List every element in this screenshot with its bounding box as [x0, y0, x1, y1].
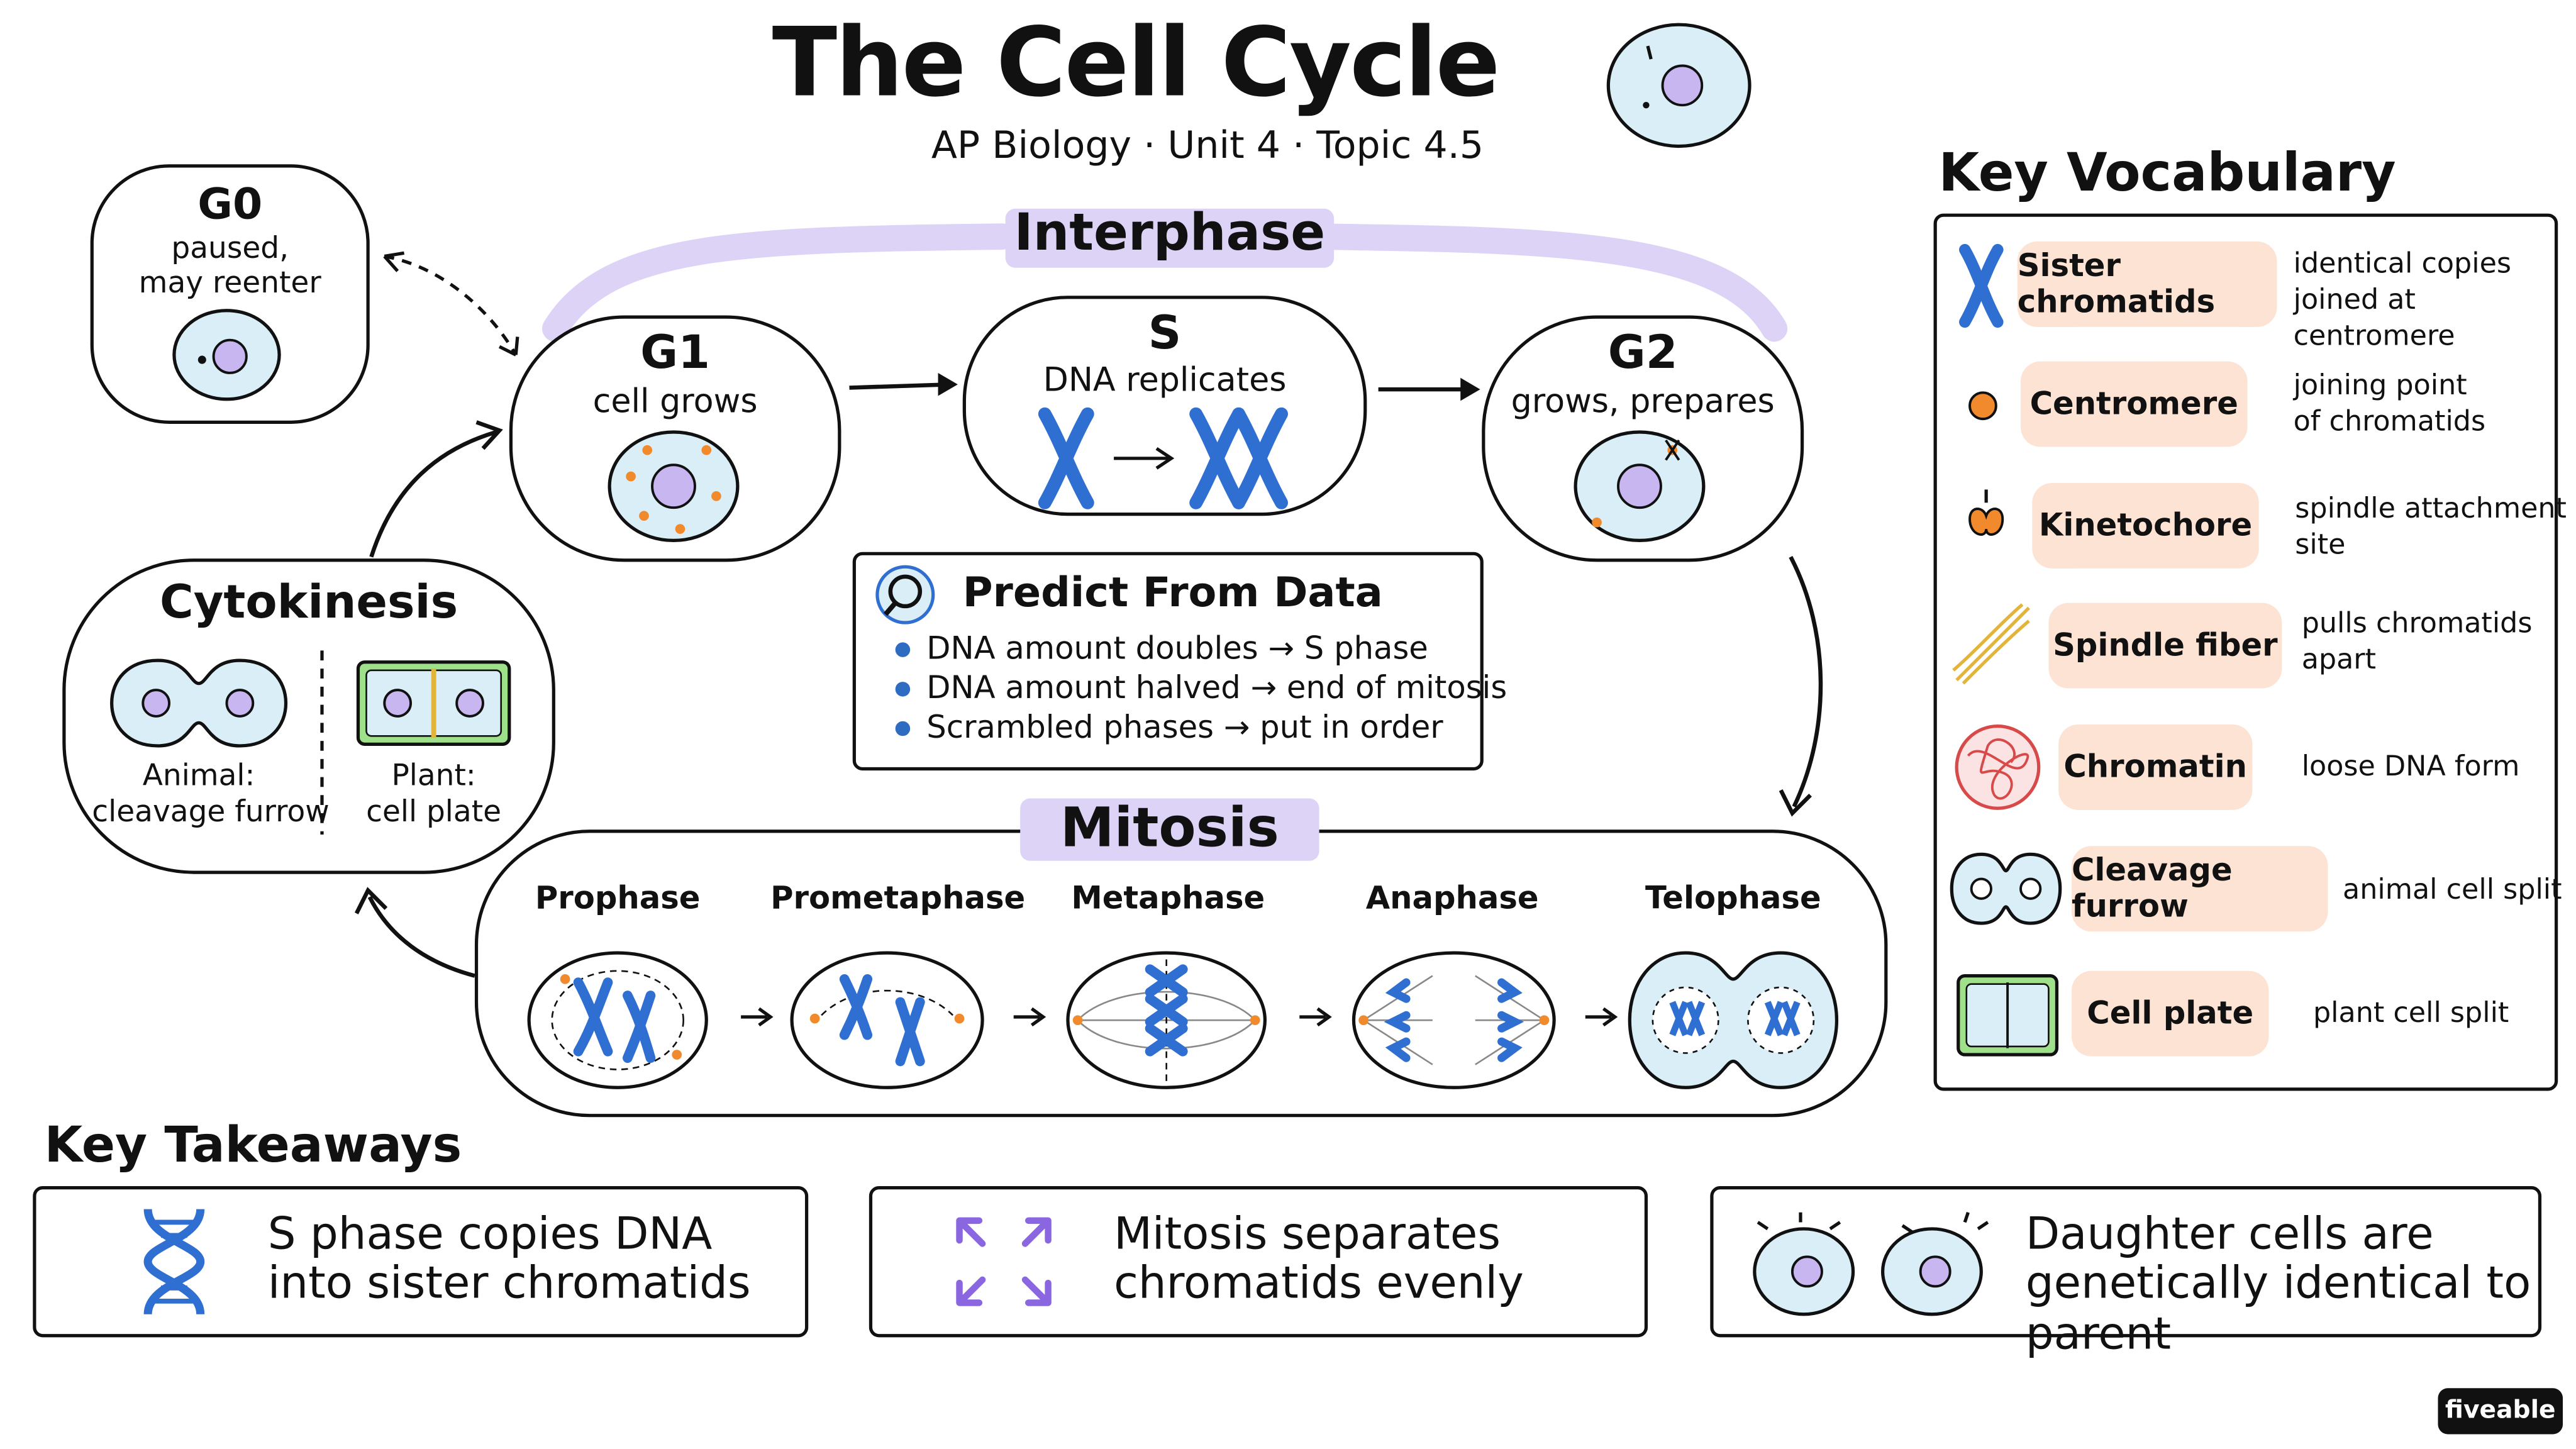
g0-line1: paused, [171, 231, 289, 267]
magnifier-icon [875, 565, 935, 625]
takeaway-2-line1: Mitosis separates [1114, 1209, 1501, 1260]
vocab-def-3a: spindle attachment [2295, 492, 2567, 526]
vocab-def-1a: identical copies [2293, 248, 2512, 281]
s-desc: DNA replicates [1043, 360, 1287, 399]
plant-cell-plate-icon [356, 660, 511, 746]
anaphase-arrow [1585, 1007, 1618, 1027]
metaphase-arrow [1299, 1007, 1332, 1027]
vocab-def-2b: of chromatids [2293, 406, 2486, 439]
animal-label-2: cleavage furrow [92, 795, 330, 830]
orange-dot-icon [1968, 391, 1997, 421]
g2-cell-icon [1574, 430, 1706, 543]
prophase-arrow [741, 1007, 774, 1027]
prophase-cell-icon [527, 951, 708, 1089]
plant-label-1: Plant: [391, 758, 476, 794]
s-title: S [1148, 305, 1182, 360]
stage-label-metaphase: Metaphase [1071, 880, 1265, 917]
interphase-label-highlight [1005, 208, 1335, 268]
vocab-term-cleavage-furrow: Cleavage furrow [2071, 846, 2328, 932]
takeaway-1-line1: S phase copies DNA [267, 1209, 713, 1260]
chromosome-replication-icon [1038, 407, 1288, 509]
plant-label-2: cell plate [366, 795, 502, 830]
stage-label-telophase: Telophase [1645, 880, 1821, 917]
g0-cell-icon [172, 309, 281, 401]
chromatin-tangle-icon [1955, 724, 2041, 810]
vocab-term-kinetochore: Kinetochore [2032, 482, 2259, 569]
g0-line2: may reenter [138, 266, 321, 301]
g0-dashed-arrow [383, 251, 519, 357]
vocab-def-4b: apart [2301, 643, 2376, 677]
cytokinesis-title: Cytokinesis [160, 575, 458, 630]
vocab-term-spindle-fiber: Spindle fiber [2048, 602, 2282, 689]
daughter-cells-icon [1753, 1211, 1989, 1316]
vocab-term-chromatin: Chromatin [2058, 724, 2253, 810]
page-subtitle: AP Biology · Unit 4 · Topic 4.5 [931, 125, 1484, 168]
vocab-term-cell-plate: Cell plate [2071, 970, 2269, 1057]
takeaway-2-line2: chromatids evenly [1114, 1258, 1524, 1309]
mitosis-to-cytokinesis-arrow [354, 887, 475, 978]
s-box [962, 296, 1367, 516]
animal-cleavage-icon [110, 658, 288, 748]
prometaphase-cell-icon [790, 951, 984, 1089]
g2-desc: grows, prepares [1511, 381, 1775, 421]
vocab-def-1b: joined at centromere [2293, 284, 2455, 353]
predict-item-3: Scrambled phases → put in order [895, 709, 1443, 746]
vocab-def-6: animal cell split [2342, 874, 2562, 907]
g1-title: G1 [640, 325, 711, 380]
interphase-label: Interphase [1014, 203, 1326, 263]
g1-cell-icon [608, 430, 740, 543]
vocab-def-4a: pulls chromatids [2301, 608, 2533, 641]
vocab-def-5: loose DNA form [2301, 750, 2520, 784]
predict-box [852, 552, 1484, 771]
page-title: The Cell Cycle [772, 6, 1501, 119]
takeaway-3-line2: genetically identical to parent [2025, 1258, 2531, 1360]
g2-title: G2 [1607, 325, 1678, 380]
s-to-g2-arrow [1378, 377, 1480, 401]
chromosome-x-icon [1959, 243, 2004, 328]
g2-to-mitosis-arrow [1779, 556, 1823, 817]
brand-logo: fiveable [2438, 1388, 2563, 1435]
animal-label-1: Animal: [142, 758, 255, 794]
plant-cell-icon [1957, 974, 2059, 1057]
mitosis-label: Mitosis [1060, 795, 1279, 860]
vocab-title: Key Vocabulary [1938, 141, 2396, 204]
pinched-cell-icon [1950, 852, 2062, 925]
title-cell-icon [1606, 23, 1752, 148]
predict-item-2: DNA amount halved → end of mitosis [895, 670, 1507, 706]
takeaways-title: Key Takeaways [44, 1117, 462, 1175]
mitosis-label-highlight [1020, 798, 1319, 861]
vocab-term-sister-chromatids: Sister chromatids [2017, 241, 2277, 327]
predict-title: Predict From Data [962, 568, 1383, 616]
vocab-term-centromere: Centromere [2021, 361, 2248, 447]
anaphase-cell-icon [1352, 951, 1556, 1089]
vocab-def-7: plant cell split [2312, 997, 2509, 1030]
vocab-def-2a: joining point [2293, 369, 2467, 402]
prometaphase-arrow [1013, 1007, 1046, 1027]
metaphase-cell-icon [1066, 951, 1267, 1089]
cytokinesis-divider [320, 650, 324, 835]
g1-desc: cell grows [592, 381, 758, 421]
takeaway-3-line1: Daughter cells are [2025, 1209, 2434, 1260]
cytokinesis-to-g1-arrow [369, 420, 503, 558]
vocab-def-3b: site [2295, 529, 2346, 562]
telophase-cell-icon [1628, 951, 1839, 1089]
interphase-arc [542, 223, 1788, 342]
spindle-fiber-icon [1952, 603, 2030, 685]
takeaway-card-2 [869, 1186, 1648, 1338]
stage-label-prophase: Prophase [535, 880, 701, 917]
dna-helix-icon [143, 1208, 205, 1315]
split-arrows-icon [956, 1217, 1052, 1306]
g0-title: G0 [197, 180, 263, 230]
predict-item-1: DNA amount doubles → S phase [895, 631, 1428, 667]
takeaway-card-1 [33, 1186, 809, 1338]
stage-label-anaphase: Anaphase [1365, 880, 1539, 917]
g1-to-s-arrow [849, 372, 958, 396]
stage-label-prometaphase: Prometaphase [770, 880, 1026, 917]
kinetochore-icon [1968, 489, 2004, 536]
takeaway-1-line2: into sister chromatids [267, 1258, 751, 1309]
